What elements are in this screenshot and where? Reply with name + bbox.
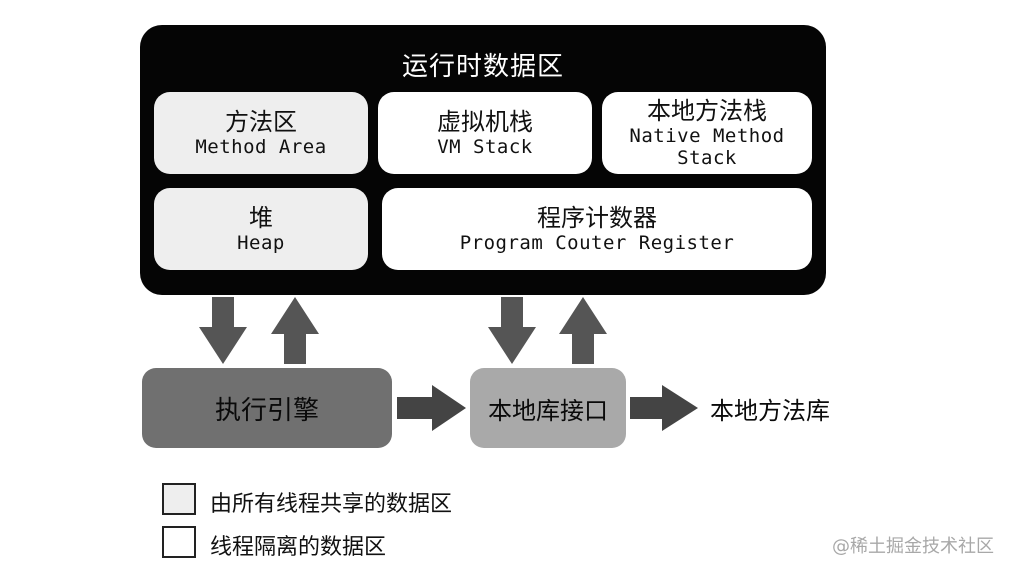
arrow-up-from-execution-engine [271, 297, 319, 364]
heap-en-label: Heap [237, 232, 285, 254]
vm-stack-region: 虚拟机栈 VM Stack [378, 92, 592, 174]
legend-swatch-private [162, 526, 196, 558]
arrow-down-to-native-interface [488, 297, 536, 364]
watermark: @稀土掘金技术社区 [832, 536, 994, 557]
runtime-data-area-title: 运行时数据区 [401, 52, 564, 82]
method-area-zh-label: 方法区 [225, 108, 297, 136]
pc-register-zh-label: 程序计数器 [537, 204, 657, 232]
execution-engine-label: 执行引擎 [214, 395, 319, 426]
arrow-up-from-native-interface [559, 297, 607, 364]
native-stack-en-label-line1: Native Method [629, 125, 785, 147]
program-counter-register-region: 程序计数器 Program Couter Register [382, 188, 812, 270]
native-interface-label: 本地库接口 [488, 396, 608, 425]
arrow-engine-to-native-interface [397, 385, 466, 431]
native-stack-zh-label: 本地方法栈 [647, 97, 767, 125]
native-method-stack-region: 本地方法栈 Native Method Stack [602, 92, 812, 174]
heap-zh-label: 堆 [249, 204, 273, 232]
native-method-library-label: 本地方法库 [710, 397, 830, 425]
legend-swatch-shared [162, 483, 196, 515]
pc-register-en-label: Program Couter Register [459, 232, 735, 254]
native-stack-en-label-line2: Stack [677, 147, 737, 169]
heap-region: 堆 Heap [154, 188, 368, 270]
method-area-region: 方法区 Method Area [154, 92, 368, 174]
native-interface-box: 本地库接口 [470, 368, 626, 448]
arrow-native-interface-to-library [630, 385, 698, 431]
execution-engine-box: 执行引擎 [142, 368, 392, 448]
legend-label-private: 线程隔离的数据区 [210, 535, 387, 560]
method-area-en-label: Method Area [195, 136, 327, 158]
arrow-down-to-execution-engine [199, 297, 247, 364]
legend-label-shared: 由所有线程共享的数据区 [210, 492, 453, 517]
vm-stack-en-label: VM Stack [437, 136, 533, 158]
vm-stack-zh-label: 虚拟机栈 [437, 108, 533, 136]
